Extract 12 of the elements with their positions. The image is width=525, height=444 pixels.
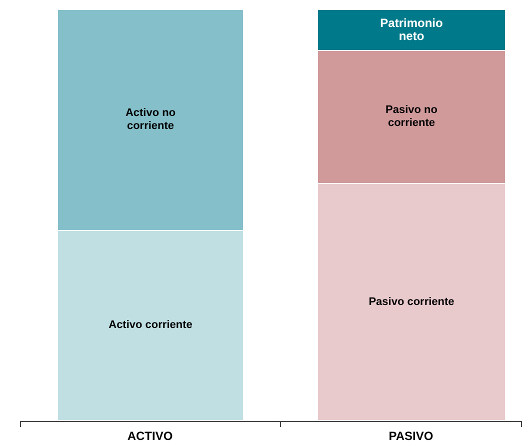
block-label: Pasivo corriente — [368, 296, 454, 308]
block-label: Activo corriente — [108, 319, 192, 332]
stacked-block — [58, 10, 243, 230]
stacked-block — [318, 184, 505, 420]
axis-label: PASIVO — [388, 429, 434, 443]
stacked-block — [58, 231, 243, 420]
block-label: Patrimonio neto — [379, 17, 444, 43]
block-label: Activo no corriente — [124, 107, 177, 133]
block-label: Pasivo no corriente — [384, 104, 438, 130]
axis-label: ACTIVO — [126, 429, 174, 443]
stacked-block — [318, 10, 505, 50]
stacked-block — [318, 51, 505, 183]
